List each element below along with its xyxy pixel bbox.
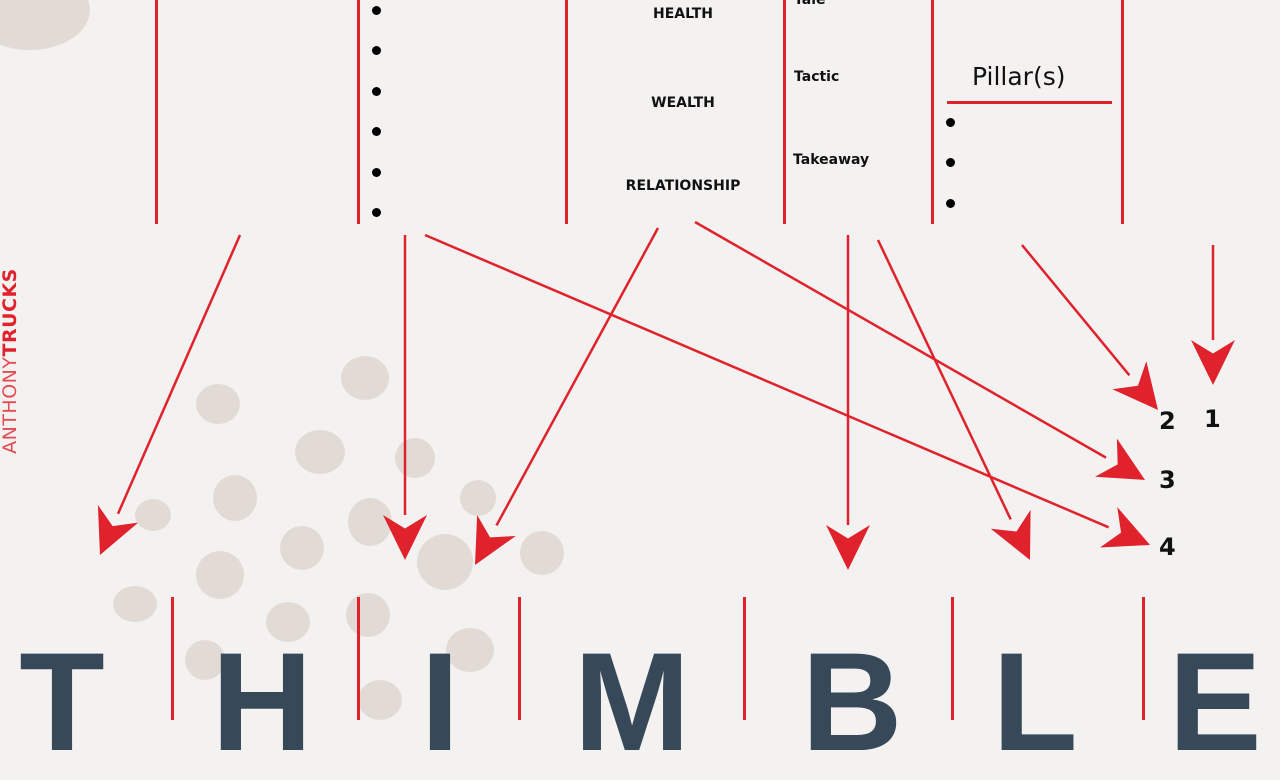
t-tale: Tale [794,0,826,8]
heading-underline [947,101,1112,104]
divider [518,597,521,720]
divider [171,597,174,720]
letter-m: M [573,623,691,780]
arrow-line [116,234,242,515]
pillar-relationship: RELATIONSHIP [625,178,741,194]
divider [357,0,360,224]
divider [931,0,934,224]
bullet [372,127,381,136]
letter-t: T [19,623,105,780]
divider [1121,0,1124,224]
number-3: 3 [1159,466,1176,494]
arrowhead [1095,438,1145,480]
arrow-line [1021,244,1131,377]
arrowhead [1112,361,1158,410]
arrowhead [475,514,516,565]
pillar-health: HEALTH [653,6,713,22]
arrowhead [1191,340,1235,385]
number-2: 2 [1159,407,1176,435]
bullet [372,168,381,177]
bullet [946,118,955,127]
brand-logo: ANTHONYTRUCKS [0,241,21,481]
arrow-line [424,233,1110,529]
letter-b: B [801,623,903,780]
arrowhead [990,509,1031,560]
number-1: 1 [1204,405,1221,433]
divider [743,597,746,720]
divider [357,597,360,720]
arrow-line [694,220,1107,459]
t-takeaway: Takeaway [793,152,870,168]
bullet [946,158,955,167]
divider [1142,597,1145,720]
pillars-heading: Pillar(s) [972,62,1066,91]
arrow-line [495,227,660,527]
bullet [372,6,381,15]
bullet [372,46,381,55]
number-4: 4 [1159,533,1176,561]
letter-l: L [992,623,1078,780]
arrowhead [97,504,139,555]
decorations [0,0,1235,720]
letter-h: H [211,623,313,780]
t-tactic: Tactic [794,69,840,85]
divider [951,597,954,720]
divider [155,0,158,224]
divider [565,0,568,224]
arrowhead [383,515,427,560]
brand-second: TRUCKS [0,268,21,357]
arrow-line [876,239,1012,520]
arrowhead [1099,507,1150,548]
bullet [372,208,381,217]
arrows [97,220,1235,570]
pillar-wealth: WEALTH [651,95,715,111]
decorative-blobs [0,0,564,720]
divider [783,0,786,224]
bullet [946,199,955,208]
letter-e: E [1168,623,1262,780]
letter-i: I [420,623,460,780]
brand-first: ANTHONY [0,356,21,454]
bullet [372,87,381,96]
arrowhead [826,525,870,570]
